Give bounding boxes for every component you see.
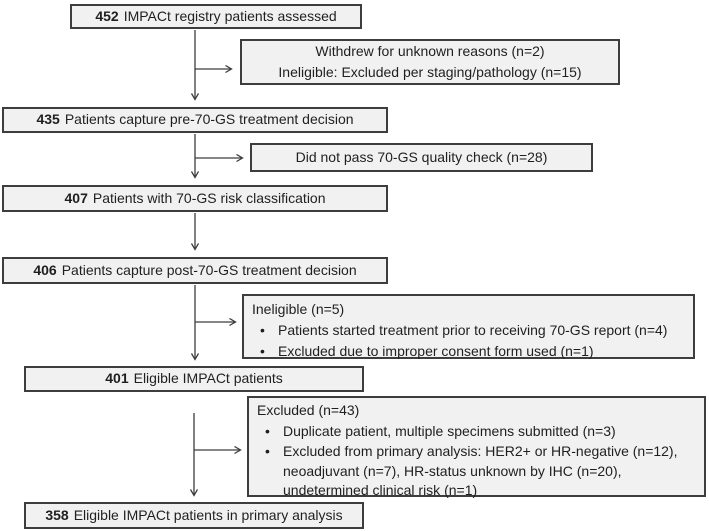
exclusion-line: Did not pass 70-GS quality check (n=28) xyxy=(295,148,548,165)
exclusion-item: Duplicate patient, multiple specimens su… xyxy=(257,422,696,442)
exclusion-item: Patients started treatment prior to rece… xyxy=(252,320,685,340)
box-407-risk-classification: 407 Patients with 70-GS risk classificat… xyxy=(2,185,388,212)
patient-count: 358 xyxy=(45,506,69,523)
patient-count: 406 xyxy=(33,261,57,278)
box-435-pre-70gs: 435 Patients capture pre-70-GS treatment… xyxy=(2,107,388,133)
exclusion-line: Ineligible: Excluded per staging/patholo… xyxy=(278,64,582,80)
box-label: IMPACt registry patients assessed xyxy=(123,7,337,24)
box-label: Patients with 70-GS risk classification xyxy=(92,189,326,206)
sidebox-excluded-43: Excluded (n=43) Duplicate patient, multi… xyxy=(247,396,706,498)
sidebox-quality-check: Did not pass 70-GS quality check (n=28) xyxy=(250,143,593,172)
box-452-assessed: 452 IMPACt registry patients assessed xyxy=(70,4,362,29)
exclusion-item: Excluded from primary analysis: HER2+ or… xyxy=(257,442,696,501)
exclusion-line: Withdrew for unknown reasons (n=2) xyxy=(315,43,545,59)
exclusion-header: Ineligible (n=5) xyxy=(252,301,345,317)
box-label: Patients capture post-70-GS treatment de… xyxy=(61,261,357,278)
exclusion-header: Excluded (n=43) xyxy=(257,402,360,418)
box-label: Eligible IMPACt patients in primary anal… xyxy=(73,506,343,523)
patient-count: 452 xyxy=(95,7,119,24)
box-406-post-70gs: 406 Patients capture post-70-GS treatmen… xyxy=(2,257,388,284)
patient-count: 401 xyxy=(105,370,129,387)
sidebox-ineligible-5: Ineligible (n=5) Patients started treatm… xyxy=(242,294,695,361)
box-label: Patients capture pre-70-GS treatment dec… xyxy=(64,111,354,128)
patient-count: 407 xyxy=(64,189,88,206)
box-358-primary-analysis: 358 Eligible IMPACt patients in primary … xyxy=(24,502,364,529)
patient-count: 435 xyxy=(36,111,60,128)
exclusion-item: Excluded due to improper consent form us… xyxy=(252,341,685,361)
exclusion-list: Duplicate patient, multiple specimens su… xyxy=(257,422,696,501)
box-label: Eligible IMPACt patients xyxy=(133,370,283,387)
sidebox-withdrew-ineligible: Withdrew for unknown reasons (n=2) Ineli… xyxy=(240,39,620,85)
exclusion-list: Patients started treatment prior to rece… xyxy=(252,320,685,361)
box-401-eligible: 401 Eligible IMPACt patients xyxy=(24,366,364,392)
